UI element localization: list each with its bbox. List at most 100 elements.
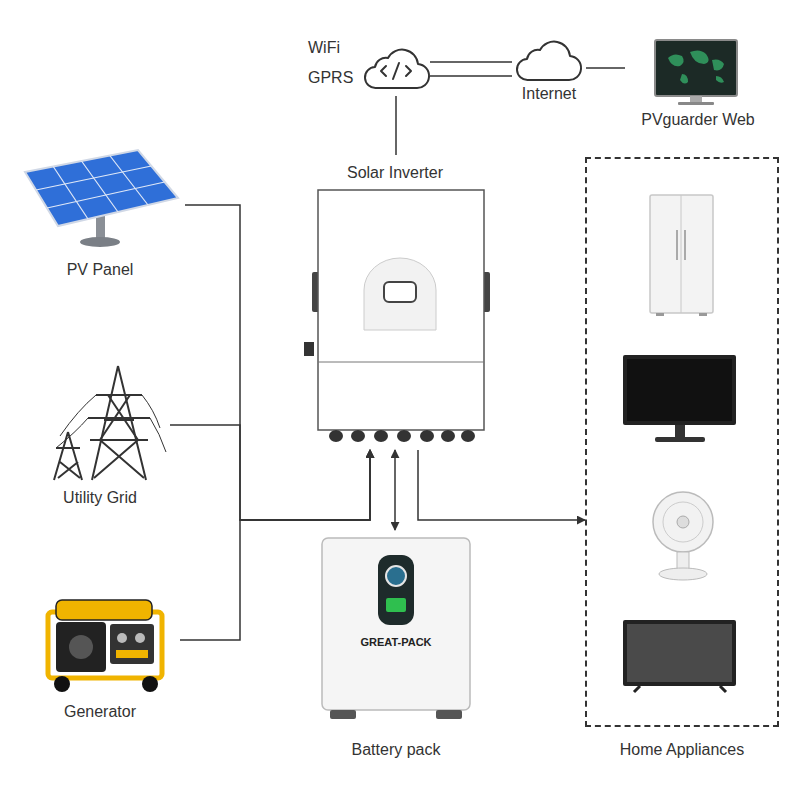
inverter-body-part-part [351, 430, 365, 442]
battery-pack-part [330, 710, 356, 719]
computer-monitor-part [675, 425, 685, 437]
dashed-frame [585, 157, 779, 727]
power-tower [54, 366, 166, 480]
desk-fan-part [677, 516, 689, 528]
inverter-body-part-part [420, 430, 434, 442]
connector-line [185, 205, 370, 520]
battery-pack-part [378, 555, 414, 625]
cloud-icon-part [393, 63, 399, 79]
refrigerator-part [676, 230, 678, 260]
generator-part [116, 650, 148, 658]
web-monitor-part [678, 102, 714, 105]
desk-fan [653, 492, 713, 580]
power-tower-part [54, 432, 82, 480]
pv-panel-part [25, 150, 178, 226]
inverter-body-part [329, 430, 475, 442]
computer-monitor-part [655, 437, 705, 442]
node-caption: Battery pack [352, 740, 441, 759]
utility-grid: Utility Grid [40, 360, 170, 510]
inverter-body-part-part [329, 430, 343, 442]
link-line [430, 75, 512, 77]
connector-line [394, 450, 396, 530]
power-tower-part [92, 366, 146, 480]
inverter-body-part [318, 362, 484, 363]
battery-pack [322, 538, 470, 719]
network-label: WiFi [308, 38, 340, 57]
battery-pack-part [386, 566, 406, 586]
refrigerator-part [681, 195, 682, 313]
refrigerator-part [650, 195, 713, 313]
refrigerator-part [656, 313, 664, 316]
desk-fan-part [663, 502, 703, 542]
television-part [627, 624, 732, 682]
pv-cell-line [53, 167, 88, 220]
node-caption: Home Appliances [620, 740, 745, 759]
web-monitor: PVguarder Web [625, 36, 775, 128]
connector-line [395, 96, 397, 155]
generator-part [117, 633, 127, 643]
connector-line [180, 450, 370, 640]
appliance-group: Home Appliances [585, 157, 779, 765]
connector-line [430, 61, 512, 63]
node-caption: Solar Inverter [347, 163, 443, 182]
cloud-icon-part [381, 66, 386, 76]
refrigerator [650, 195, 713, 316]
inverter-body-part [318, 190, 484, 430]
connector-line [170, 425, 370, 520]
node-caption: Utility Grid [63, 488, 137, 507]
television [623, 620, 736, 692]
pv-panel [25, 150, 178, 247]
cloud-icon-part [365, 50, 429, 88]
television-part [634, 686, 726, 692]
generator: Generator [25, 590, 180, 725]
connector-line [418, 450, 585, 520]
generator-part [54, 676, 70, 692]
web-monitor-part [690, 96, 702, 103]
inverter-body-part-part [374, 430, 388, 442]
internet-cloud-part [517, 42, 581, 80]
network-label: GPRS [308, 68, 353, 87]
desk-fan-part [677, 552, 689, 570]
computer-monitor-part [623, 355, 736, 425]
pv-cell-line [36, 166, 151, 190]
pv-cell-lines [36, 156, 165, 220]
desk-fan-part [659, 568, 707, 580]
internet-cloud [517, 42, 581, 80]
battery-pack: GREAT-PACKBattery pack [315, 530, 477, 765]
node-caption: PVguarder Web [641, 110, 755, 129]
web-monitor-part [668, 50, 724, 83]
inverter-body-part [364, 258, 436, 330]
network-cloud: WiFiGPRS [290, 38, 430, 96]
node-caption: Generator [64, 702, 136, 721]
generator-part [69, 635, 93, 659]
web-monitor [655, 40, 737, 105]
battery-pack-part [436, 710, 462, 719]
inverter-body [304, 190, 490, 442]
cloud-icon-part [406, 66, 411, 76]
power-tower-part [88, 395, 150, 440]
generator-part [48, 612, 162, 678]
inverter-body-part [384, 282, 416, 302]
computer-monitor [623, 355, 736, 442]
desk-fan-part [653, 492, 713, 552]
web-monitor-part [655, 40, 737, 96]
node-caption: Internet [522, 84, 576, 103]
node-caption: PV Panel [67, 260, 134, 279]
inverter-body-part-part [397, 430, 411, 442]
pv-panel-part [80, 237, 120, 247]
generator-part [56, 600, 152, 620]
solar-inverter: Solar Inverter [300, 155, 500, 450]
inverter-body-part [304, 342, 314, 356]
refrigerator-part [684, 230, 686, 260]
generator [48, 600, 162, 692]
refrigerator-part [699, 313, 707, 316]
television-part [623, 620, 736, 686]
battery-pack-part [386, 598, 406, 612]
generator-part [135, 633, 145, 643]
computer-monitor-part [627, 359, 732, 421]
pv-panel: PV Panel [15, 148, 185, 282]
pv-cell-line [47, 182, 165, 208]
pv-cell-line [110, 156, 148, 206]
cloud-icon [365, 50, 429, 88]
